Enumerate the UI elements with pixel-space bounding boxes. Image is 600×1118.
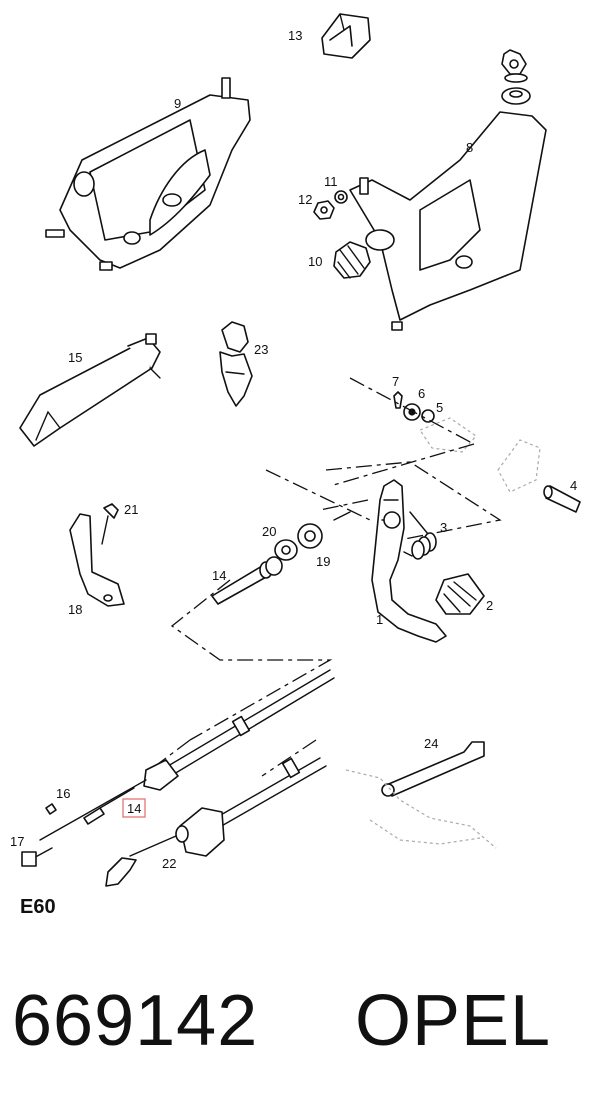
callout-17: 17 [10,834,24,849]
callout-4: 4 [570,478,577,493]
callout-14-upper: 14 [212,568,226,583]
callout-23: 23 [254,342,268,357]
part-5-washer [421,409,435,423]
callout-20: 20 [262,524,276,539]
callout-3: 3 [440,520,447,535]
part-9-pedal-bracket [45,77,251,271]
part-2-pedal-pad [435,573,485,615]
callout-12: 12 [298,192,312,207]
part-11-washer [334,190,348,204]
part-12-nut [313,200,335,220]
callout-19: 19 [316,554,330,569]
callout-5: 5 [436,400,443,415]
callout-14-highlighted: 14 [127,801,141,816]
part-7-screw [393,391,403,409]
footer-part-number: 669142 [12,981,259,1061]
callout-6: 6 [418,386,425,401]
callout-21: 21 [124,502,138,517]
callout-15: 15 [68,350,82,365]
highlight-box-14 [122,798,146,818]
clutch-cable-lower [105,757,327,887]
part-6-bushing [403,403,421,421]
part-16-clip [45,803,57,815]
part-13-bracket [321,13,371,59]
part-1-clutch-pedal [371,479,447,643]
part-19-bushing [297,523,323,549]
callout-22: 22 [162,856,176,871]
part-18-bracket [69,513,125,607]
section-code: E60 [20,896,56,918]
part-24-lever [345,741,497,849]
callout-10: 10 [308,254,322,269]
part-21-screw [101,503,119,545]
callout-11: 11 [324,174,338,189]
footer-brand: OPEL [355,981,552,1061]
callout-24: 24 [424,736,438,751]
callout-9: 9 [174,96,181,111]
part-20-washer [274,539,298,561]
callout-7: 7 [392,374,399,389]
callout-18: 18 [68,602,82,617]
part-15-pedal-cover [19,333,161,447]
part-8-pedal-bracket [349,49,547,331]
assembly-guide-lines [149,377,502,777]
clutch-cable-upper [29,669,335,861]
part-17-clip [21,851,37,867]
callout-13: 13 [288,28,302,43]
callout-8: 8 [466,140,473,155]
part-14-upper-shaft [211,511,351,605]
part-3-spring [403,511,437,560]
ghost-pedal-outline-upper [419,417,541,493]
part-10-rubber-stop [333,241,371,279]
callout-1: 1 [376,612,383,627]
part-4-pin [543,485,581,513]
callout-16: 16 [56,786,70,801]
part-23-clip [219,321,253,407]
callout-2: 2 [486,598,493,613]
